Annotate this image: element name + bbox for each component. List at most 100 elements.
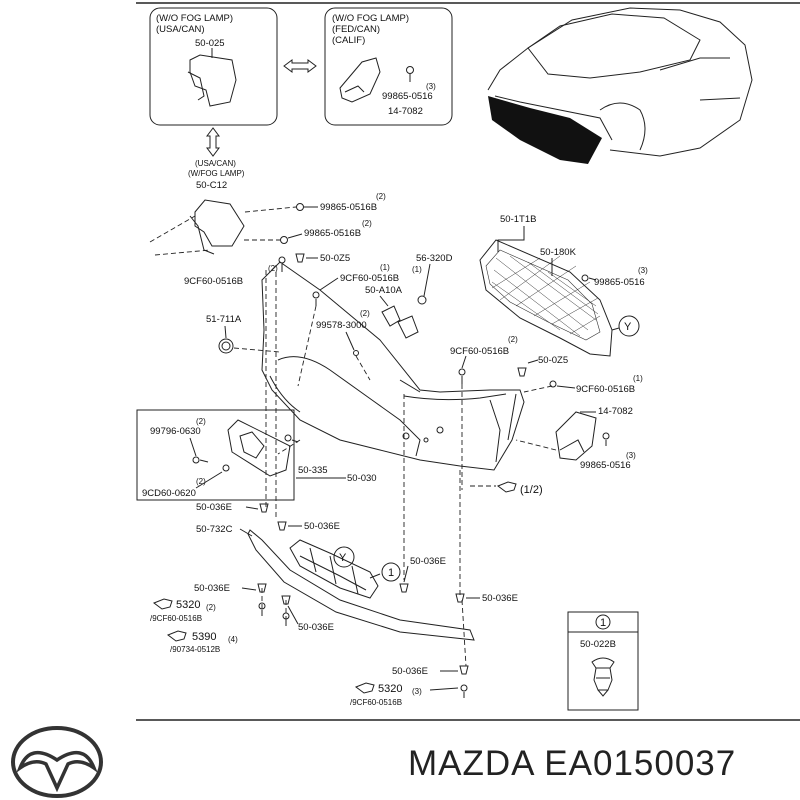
svg-text:50-030: 50-030: [347, 473, 377, 484]
svg-text:51-711A: 51-711A: [206, 314, 242, 325]
svg-text:(3): (3): [412, 687, 422, 696]
svg-text:99865-0516: 99865-0516: [580, 460, 631, 471]
svg-text:50-036E: 50-036E: [304, 521, 340, 532]
inset-left: (W/O FOG LAMP) (USA/CAN) 50-025: [149, 7, 278, 126]
bumper-label: 50-030: [296, 473, 377, 484]
clip-h: 50-036E: [281, 595, 334, 633]
car-illustration: [487, 7, 753, 164]
svg-text:5320: 5320: [378, 683, 402, 695]
svg-text:14-7082: 14-7082: [388, 106, 423, 117]
svg-text:50-A10A: 50-A10A: [365, 285, 403, 296]
mazda-logo: [11, 726, 103, 798]
bracket-b: 14-7082 (3) 99865-0516: [555, 406, 636, 471]
svg-text:5390: 5390: [192, 631, 216, 643]
svg-text:50-025: 50-025: [195, 38, 225, 49]
bolt-a: (2) 99865-0516B: [244, 192, 386, 213]
svg-text:50-180K: 50-180K: [540, 247, 577, 258]
svg-text:(1/2): (1/2): [520, 484, 543, 496]
svg-text:(3): (3): [426, 82, 436, 91]
svg-text:(1): (1): [412, 265, 422, 274]
svg-text:99865-0516B: 99865-0516B: [304, 228, 361, 239]
bolt-c: (2) 99578-3000: [316, 309, 370, 356]
svg-text:99578-3000: 99578-3000: [316, 320, 367, 331]
brand-part-number: MAZDA EA0150037: [408, 744, 736, 783]
clip-i: 50-036E: [392, 665, 469, 677]
swap-arrow-vertical: [206, 127, 220, 157]
svg-text:99796-0630: 99796-0630: [150, 426, 201, 437]
swap-arrow-horizontal: [283, 59, 317, 73]
svg-text:(USA/CAN): (USA/CAN): [195, 159, 236, 168]
svg-text:50-036E: 50-036E: [196, 502, 232, 513]
svg-text:(2): (2): [508, 335, 518, 344]
svg-text:50-C12: 50-C12: [196, 180, 227, 191]
svg-text:(3): (3): [638, 266, 648, 275]
svg-text:(2): (2): [196, 477, 206, 486]
svg-text:14-7082: 14-7082: [598, 406, 633, 417]
inset-right: (W/O FOG LAMP) (FED/CAN) (CALIF) (3) 998…: [324, 7, 453, 126]
svg-text:50-022B: 50-022B: [580, 639, 616, 650]
ref-5320a: 5320 (2) /9CF60-0516B: [150, 598, 266, 623]
bolt-b: (2) 99865-0516B: [244, 219, 372, 244]
sheet-ref: (1/2): [496, 481, 543, 496]
svg-text:5320: 5320: [176, 599, 200, 611]
svg-text:9CF60-0516B: 9CF60-0516B: [450, 346, 509, 357]
clip-a: 50-0Z5: [295, 253, 350, 264]
fog-lamp-bracket: (USA/CAN) (W/FOG LAMP) 50-C12: [149, 159, 245, 256]
screw-d: (1) 9CF60-0516B: [549, 374, 643, 395]
lower-lip: Y 1: [247, 529, 475, 641]
svg-text:/9CF60-0516B: /9CF60-0516B: [150, 614, 202, 623]
svg-text:(2): (2): [206, 603, 216, 612]
leader-lines: [261, 270, 557, 667]
clip-b: 50-0Z5: [517, 355, 568, 377]
clip-legend: 1 50-022B: [567, 611, 639, 711]
svg-text:50-0Z5: 50-0Z5: [538, 355, 568, 366]
ref-5390: 5390 (4) /90734-0512B: [166, 612, 290, 654]
svg-text:(CALIF): (CALIF): [332, 35, 365, 46]
svg-text:9CF60-0516B: 9CF60-0516B: [340, 273, 399, 284]
bracket-a: 50-A10A: [365, 285, 419, 339]
plate-label: 50-335: [298, 465, 328, 476]
ref-5320b: 5320 (3) /9CF60-0516B: [350, 682, 468, 707]
svg-text:(2): (2): [376, 192, 386, 201]
svg-text:(W/FOG LAMP): (W/FOG LAMP): [188, 169, 245, 178]
svg-text:50-0Z5: 50-0Z5: [320, 253, 350, 264]
svg-text:(4): (4): [228, 635, 238, 644]
svg-text:50-036E: 50-036E: [482, 593, 518, 604]
svg-text:50-036E: 50-036E: [392, 666, 428, 677]
svg-text:50-335: 50-335: [298, 465, 328, 476]
bumper: [261, 261, 525, 471]
clip-e: 50-036E: [399, 556, 446, 593]
svg-text:50-036E: 50-036E: [194, 583, 230, 594]
clip-g: 50-036E: [194, 583, 267, 594]
license-plate-box: (2) 99796-0630 (2) 9CD60-0620: [136, 409, 299, 501]
svg-text:/90734-0512B: /90734-0512B: [170, 645, 220, 654]
svg-text:1: 1: [388, 567, 394, 579]
svg-text:(1): (1): [633, 374, 643, 383]
svg-text:56-320D: 56-320D: [416, 253, 453, 264]
clip-c: 50-036E: [196, 502, 269, 513]
svg-text:9CF60-0516B: 9CF60-0516B: [184, 276, 243, 287]
screw-c: (2) 9CF60-0516B: [450, 335, 518, 384]
emblem: 51-711A: [206, 314, 281, 354]
svg-text:(W/O FOG LAMP): (W/O FOG LAMP): [332, 13, 409, 24]
svg-text:(2): (2): [196, 417, 206, 426]
svg-text:9CF60-0516B: 9CF60-0516B: [576, 384, 635, 395]
svg-text:Y: Y: [624, 321, 632, 333]
grille: 50-1T1B 50-180K (3) 99865-0516 Y: [479, 214, 648, 357]
svg-text:50-732C: 50-732C: [196, 524, 233, 535]
clip-d: 50-036E: [277, 521, 340, 532]
lip-label: 50-732C: [196, 524, 253, 537]
svg-text:99865-0516: 99865-0516: [382, 91, 433, 102]
svg-text:50-036E: 50-036E: [410, 556, 446, 567]
cap: 56-320D (1): [412, 253, 453, 305]
svg-text:Y: Y: [339, 552, 347, 564]
svg-text:(W/O FOG LAMP): (W/O FOG LAMP): [156, 13, 233, 24]
svg-text:50-036E: 50-036E: [298, 622, 334, 633]
svg-text:(1): (1): [380, 263, 390, 272]
svg-text:50-1T1B: 50-1T1B: [500, 214, 536, 225]
svg-text:9CD60-0620: 9CD60-0620: [142, 488, 196, 499]
svg-text:(2): (2): [362, 219, 372, 228]
svg-text:(2): (2): [360, 309, 370, 318]
